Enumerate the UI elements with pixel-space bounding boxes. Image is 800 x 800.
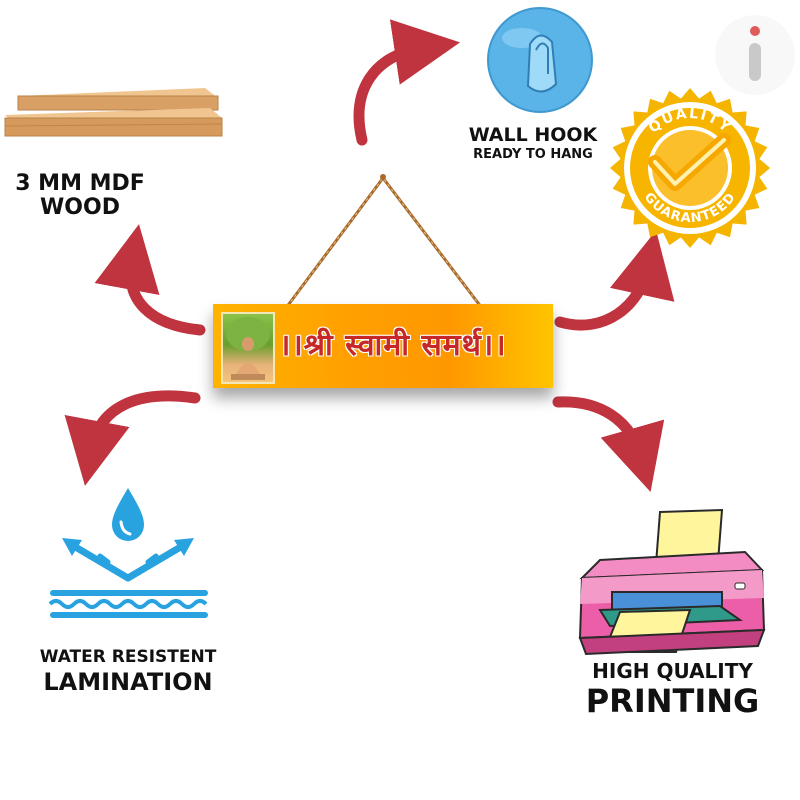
saint-figure-icon (226, 317, 270, 380)
wood-label: 3 MM MDF WOOD (0, 171, 160, 221)
hook-label-line1: WALL HOOK (468, 124, 598, 146)
arrow-to-hook (353, 19, 461, 146)
wood-label-line1: 3 MM MDF (15, 171, 145, 196)
saint-portrait-image (221, 312, 275, 384)
printing-label-line1: HIGH QUALITY (592, 659, 753, 683)
wood-planks-icon (4, 88, 223, 137)
arrow-to-lamination (64, 390, 201, 486)
arrow-to-quality (554, 230, 675, 331)
wall-hook-icon (487, 7, 593, 113)
lamination-label-line2: LAMINATION (43, 667, 213, 696)
wood-label-line2: WOOD (40, 195, 120, 221)
hook-label: WALL HOOK READY TO HANG (448, 125, 618, 162)
printing-label: HIGH QUALITY PRINTING (560, 660, 785, 719)
hanging-name-plate: ।।श्री स्वामी समर्थ।। (213, 304, 553, 388)
printing-label-line2: PRINTING (585, 682, 760, 720)
lamination-label: WATER RESISTENT LAMINATION (10, 648, 246, 695)
lamination-label-line1: WATER RESISTENT (39, 647, 217, 667)
hook-label-line2: READY TO HANG (473, 146, 593, 162)
printer-icon (578, 508, 766, 656)
arrow-to-wood (94, 224, 206, 336)
hanging-rope-icon (278, 174, 490, 317)
arrow-to-printing (552, 396, 665, 493)
brand-logo (715, 15, 795, 95)
water-resistant-icon (48, 488, 208, 618)
quality-guaranteed-badge-icon: QUALITY GUARANTEED (610, 88, 770, 248)
sign-text: ।।श्री स्वामी समर्थ।। (279, 328, 507, 363)
